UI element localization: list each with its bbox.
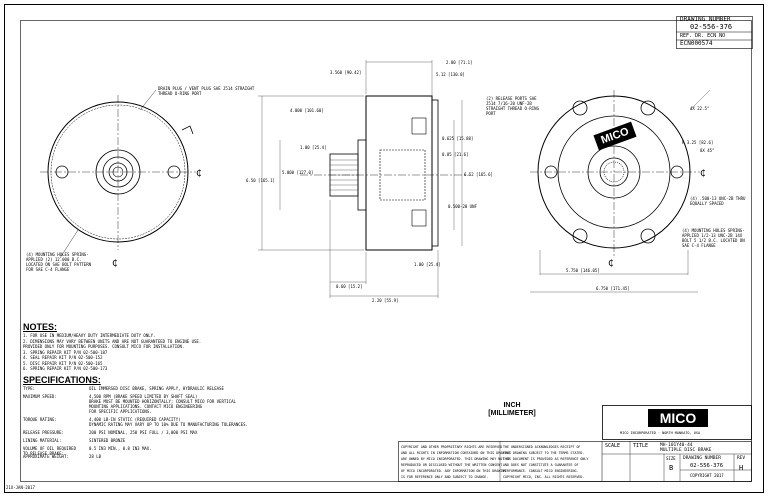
- units-line2: [MILLIMETER]: [488, 410, 536, 417]
- dim-9: 6.52 [165.6]: [464, 172, 493, 177]
- dim-8: 1.00 [25.4]: [414, 262, 441, 267]
- disclaimer-line: ARE OWNED BY MICO INCORPORATED. THIS DRA…: [401, 457, 511, 461]
- right-dim-4: 6.750 [171.45]: [596, 286, 630, 291]
- right-dim-1: 4X 22.5°: [690, 106, 710, 111]
- dim-7: 0.60 [15.2]: [336, 284, 363, 289]
- left-end-view: ₵ ₵: [40, 89, 202, 269]
- svg-text:₵: ₵: [608, 259, 614, 269]
- footer-code: 21X-JAN-2017: [6, 485, 35, 490]
- drawing-number-label: DRAWING NUMBER: [680, 16, 731, 23]
- spec-value: 4,500 RPM (BRAKE SPEED LIMITED BY SHAFT …: [89, 394, 198, 399]
- note-item: 1. FOR USE IN MEDIUM/HEAVY DUTY INTERMED…: [23, 333, 156, 338]
- title-line2: MULTIPLE DISC BRAKE: [660, 448, 712, 453]
- disclaimer-line: PERFORMANCE. CONSULT MICO ENGINEERING.: [503, 469, 579, 473]
- spec-value: 4,400 LB-IN STATIC (REQUIRED CAPACITY): [89, 417, 181, 422]
- note-item: 5. DISC REPAIR KIT P/N 02-500-165: [23, 360, 103, 366]
- spec-label: VOLUME OF OIL REQUIRED TO RELEASE BRAKE:: [23, 446, 76, 456]
- size-value: B: [669, 464, 674, 472]
- specs-header: SPECIFICATIONS:: [23, 375, 101, 385]
- center-callout: (2) RELEASE PORTS SAE J514 7/16-20 UNF-2…: [486, 96, 539, 116]
- title-block-lines: [398, 16, 753, 482]
- spec-label: MAXIMUM SPEED:: [23, 394, 57, 399]
- spec-value: SINTERED BRONZE: [89, 438, 126, 443]
- spec-label: APPROXIMATE WEIGHT:: [23, 454, 69, 459]
- dwg-no-label: DRAWING NUMBER: [683, 456, 721, 461]
- svg-text:₵: ₵: [112, 259, 118, 269]
- spec-value: 200 PSI NOMINAL, 250 PSI FULL / 3,000 PS…: [89, 430, 198, 435]
- svg-text:₵: ₵: [196, 169, 202, 179]
- disclaimer-line: OF MICO INCORPORATED. ANY INFORMATION ON…: [401, 469, 507, 473]
- dim-14: 0.500-20 UNF: [448, 204, 477, 209]
- disclaimer-line: THIS DRAWING SUBJECT TO THE TERMS STATED…: [503, 451, 585, 455]
- dim-1: 3.560 [90.42]: [330, 70, 362, 75]
- copyright: COPYRIGHT 2017: [690, 473, 724, 478]
- disclaimer-line: THIS DOCUMENT IS PROVIDED AS REFERENCE O…: [503, 457, 589, 461]
- left-callout-top: DRAIN PLUG / VENT PLUG SAE J514 STRAIGHT…: [158, 86, 255, 96]
- note-item: 2. DIMENSIONS MAY VARY BETWEEN UNITS AND…: [23, 338, 202, 344]
- disclaimer-line: COPYRIGHT AND OTHER PROPRIETARY RIGHTS A…: [401, 445, 503, 449]
- notes-header: NOTES:: [23, 322, 58, 332]
- dwg-no: 02-556-376: [690, 463, 724, 469]
- note-item: PROVIDED ONLY FOR MOUNTING PURPOSES. CON…: [23, 344, 185, 349]
- note-item: 4. SEAL REPAIR KIT P/N 02-500-152: [23, 355, 103, 360]
- title-line1: MH-101Y40-44: [660, 443, 693, 448]
- disclaimer-line: COPYRIGHT MICO, INC. ALL RIGHTS RESERVED…: [503, 475, 585, 479]
- right-end-view: ₵ ₵: [530, 89, 711, 293]
- right-dim-2: R 3.25 [82.6]: [682, 140, 714, 145]
- units-line1: INCH: [503, 402, 521, 409]
- dim-2: 4.000 [101.60]: [290, 108, 324, 113]
- spec-value: MOUNTING APPLICATIONS. CONTACT MICO ENGI…: [89, 404, 203, 409]
- spec-value: 28 LB: [89, 454, 102, 459]
- right-callout-top: (4) .500-13 UNC-2B THRU EQUALLY SPACED: [690, 196, 746, 206]
- dim-5: 6.50 [165.1]: [246, 178, 275, 183]
- rev-label: REV: [737, 456, 746, 461]
- spec-value: DYNAMIC RATING MAY VARY UP TO 10% DUE TO…: [89, 422, 248, 427]
- disclaimer-line: THE UNDERSIGNED ACKNOWLEDGES RECEIPT OF: [503, 445, 581, 449]
- drawing-number: 02-556-376: [690, 23, 733, 31]
- size-label: SIZE: [666, 456, 676, 461]
- side-view: [258, 60, 470, 298]
- disclaimer-line: AND ALL RIGHTS IN INFORMATION CONTAINED …: [401, 451, 511, 455]
- dim-4: 5.000 [127.0]: [282, 170, 314, 175]
- svg-text:₵: ₵: [700, 169, 706, 179]
- rev-value: H: [739, 464, 744, 472]
- company-subtitle: MICO INCORPORATED · NORTH MANKATO, USA: [620, 431, 701, 435]
- disclaimer-line: AND DOES NOT CONSTITUTE A GUARANTEE OF: [503, 463, 579, 467]
- ecn-number: ECN000574: [680, 40, 713, 47]
- company-logo: MICO: [648, 409, 708, 427]
- spec-value: FOR SPECIFIC APPLICATIONS.: [89, 409, 152, 414]
- disclaimer-line: IS FOR REFERENCE ONLY AND SUBJECT TO CHA…: [401, 475, 489, 479]
- dim-3: 1.00 [25.4]: [300, 145, 327, 150]
- spec-label: LINING MATERIAL:: [23, 438, 62, 443]
- spec-value: BRAKE MUST BE MOUNTED HORIZONTALLY; CONS…: [89, 399, 236, 404]
- dim-13: 0.85 [21.6]: [442, 152, 469, 157]
- spec-label: TORQUE RATING:: [23, 417, 57, 422]
- right-dim-3: 8X 45°: [700, 148, 715, 153]
- title-label: TITLE: [633, 443, 649, 449]
- spec-value: OIL IMMERSED DISC BRAKE, SPRING APPLY, H…: [89, 386, 224, 391]
- right-dim-5: 5.750 [146.05]: [566, 268, 600, 273]
- note-item: 3. SPRING REPAIR KIT P/N 02-500-187: [23, 349, 108, 355]
- dim-11: 2.80 [71.1]: [446, 60, 473, 65]
- ref-label: REF. DR. ECN NO: [680, 33, 726, 39]
- disclaimer-line: REPRODUCED OR DISCLOSED WITHOUT THE WRIT…: [401, 463, 503, 467]
- spec-label: RELEASE PRESSURE:: [23, 430, 64, 435]
- left-callout-bottom: (4) MOUNTING HOLES SPRING-APPLIED (2) 12…: [26, 252, 92, 272]
- scale-label: SCALE: [605, 443, 621, 449]
- dim-6: 2.20 [55.9]: [372, 298, 399, 303]
- dim-12: 0.625 [15.88]: [442, 136, 474, 141]
- right-callout-bottom: (4) MOUNTING HOLES SPRING-APPLIED 1/2-13…: [682, 228, 745, 248]
- note-item: 6. SPRING REPAIR KIT P/N 02-500-173: [23, 366, 108, 371]
- spec-value: 0.5 IN3 MIN., 0.8 IN3 MAX.: [89, 446, 152, 451]
- spec-label: TYPE:: [23, 386, 36, 391]
- dim-10: 5.12 [130.0]: [436, 72, 465, 77]
